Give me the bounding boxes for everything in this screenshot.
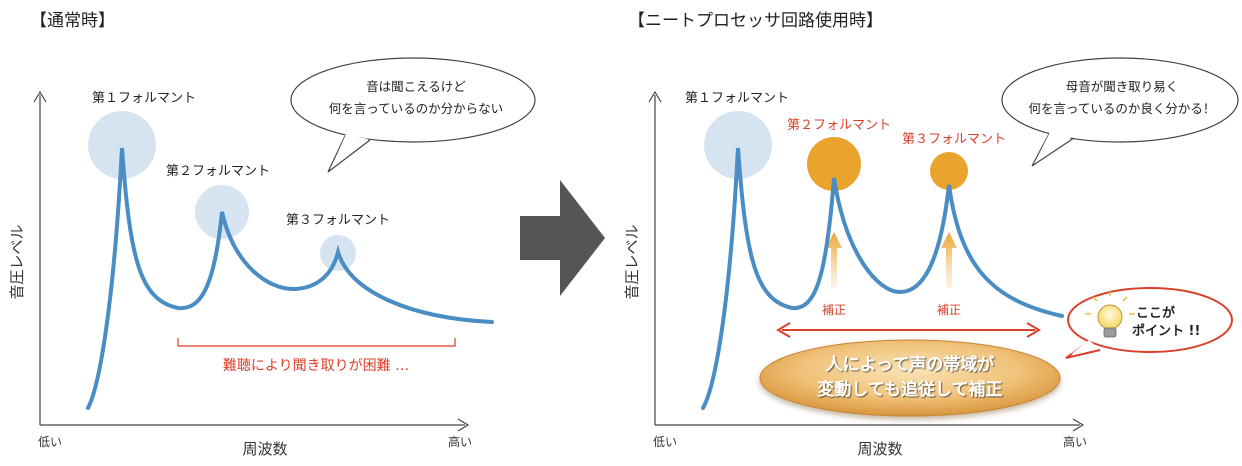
left-x-low-label: 低い xyxy=(38,435,62,449)
boost-label-1: 補正 xyxy=(822,303,846,317)
right-formant1-label: 第１フォルマント xyxy=(685,91,789,106)
right-formant3-boosted-circle xyxy=(930,152,968,190)
left-spectrum-curve xyxy=(86,147,494,410)
left-difficulty-bracket xyxy=(177,338,456,347)
left-bubble-line2: 何を言っているのか分からない xyxy=(329,101,503,116)
left-speech-bubble: 音は聞こえるけど 何を言っているのか分からない xyxy=(290,57,536,173)
left-x-high-label: 高い xyxy=(448,434,472,449)
boost-arrow2-icon xyxy=(941,232,957,288)
right-x-high-label: 高い xyxy=(1063,434,1087,449)
key-point-bubble: ここが ポイント !! xyxy=(1065,287,1233,359)
left-difficulty-label: 難聴により聞き取りが困難 … xyxy=(223,358,409,374)
right-panel: 【ニートプロセッサ回路使用時】 音圧レベル 周波数 低い 高い 補正 補正 第１… xyxy=(623,10,1239,458)
boost-arrow1-icon xyxy=(826,232,842,288)
left-formant1-label: 第１フォルマント xyxy=(92,91,196,106)
left-formant2-label: 第２フォルマント xyxy=(166,164,270,179)
right-y-axis-label: 音圧レベル xyxy=(623,224,641,299)
right-heading: 【ニートプロセッサ回路使用時】 xyxy=(628,10,883,31)
right-x-axis-arrowhead xyxy=(1072,418,1085,432)
key-point-line2: ポイント !! xyxy=(1132,323,1200,339)
right-formant2-label: 第２フォルマント xyxy=(787,118,891,133)
left-x-axis-arrowhead xyxy=(457,418,470,432)
right-formant2-boosted-circle xyxy=(807,137,861,191)
right-y-axis-arrowhead xyxy=(648,90,662,103)
right-spectrum-curve xyxy=(701,147,1064,410)
left-formant1-circle xyxy=(88,111,156,179)
callout-line1: 人によって声の帯域が xyxy=(826,354,995,375)
tracking-callout-oval: 人によって声の帯域が 変動しても追従して補正 xyxy=(759,339,1061,417)
transition-arrow-icon xyxy=(520,180,605,296)
left-x-axis-label: 周波数 xyxy=(242,440,287,458)
tracking-range-arrow xyxy=(776,322,1041,338)
right-speech-bubble: 母音が聞き取り易く 何を言っているのか良く分かる！ xyxy=(1001,57,1239,167)
left-panel: 【通常時】 音圧レベル 周波数 低い 高い 第１フォルマント 第２フォルマント … xyxy=(8,11,536,458)
right-bubble-line1: 母音が聞き取り易く xyxy=(1066,79,1179,94)
right-bubble-line2: 何を言っているのか良く分かる！ xyxy=(1029,101,1216,116)
left-formant3-label: 第３フォルマント xyxy=(286,213,390,228)
left-bubble-line1: 音は聞こえるけど xyxy=(366,79,466,94)
key-point-line1: ここが xyxy=(1136,305,1175,321)
right-x-low-label: 低い xyxy=(653,435,677,449)
right-formant1-circle xyxy=(704,111,772,179)
light-bulb-icon xyxy=(1085,290,1135,338)
right-formant3-label: 第３フォルマント xyxy=(902,132,1006,147)
boost-label-2: 補正 xyxy=(937,303,961,317)
callout-line2: 変動しても追従して補正 xyxy=(817,379,1002,400)
right-x-axis-label: 周波数 xyxy=(857,440,902,458)
left-heading: 【通常時】 xyxy=(30,11,115,31)
left-y-axis-label: 音圧レベル xyxy=(8,224,26,299)
left-y-axis-arrowhead xyxy=(33,90,47,103)
